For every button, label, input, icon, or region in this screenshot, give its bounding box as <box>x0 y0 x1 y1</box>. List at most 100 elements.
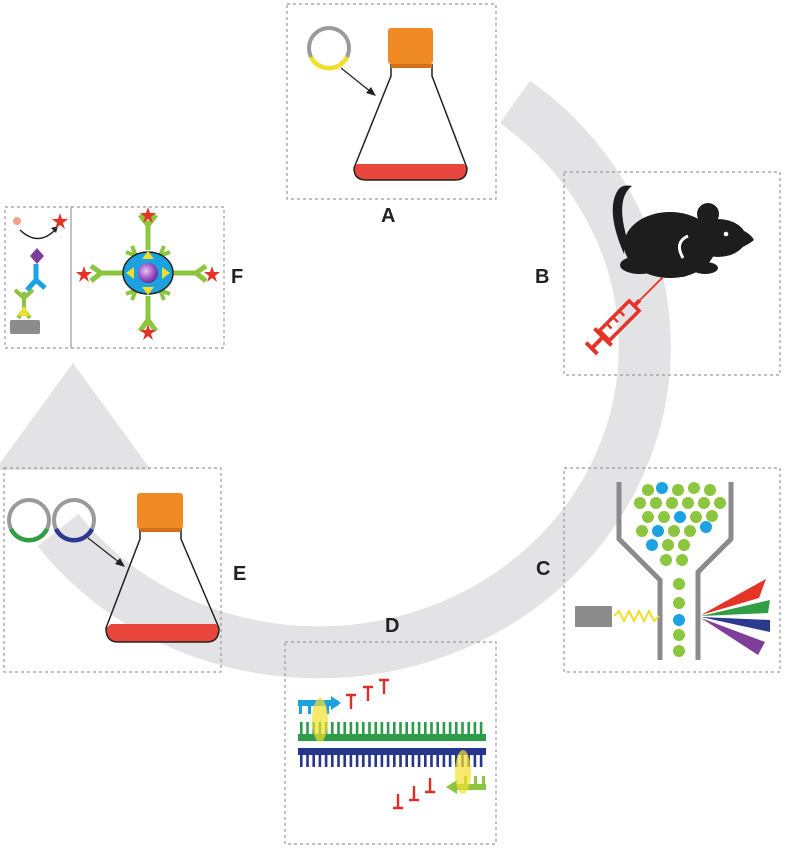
arrow-icon <box>340 67 376 96</box>
plasmid-icon <box>7 498 51 543</box>
flask-icon <box>353 28 468 181</box>
base-tick <box>461 722 464 735</box>
cell-green-icon <box>684 525 696 537</box>
syringe-icon <box>584 276 664 356</box>
star-icon <box>76 207 220 340</box>
primer-forward-icon <box>298 696 341 742</box>
base-tick <box>399 722 402 735</box>
base-tick <box>411 754 415 767</box>
cell-green-icon <box>642 484 654 496</box>
base-tick <box>424 754 427 767</box>
base-tick <box>368 722 371 735</box>
panel-a: A <box>286 3 497 227</box>
base-tick <box>479 722 483 735</box>
primer-reverse-icon <box>446 750 486 794</box>
cell-blue-icon <box>652 525 664 537</box>
cells-icon <box>634 482 726 657</box>
arrow-icon <box>87 537 125 567</box>
diamond-icon <box>30 248 44 264</box>
cell-green-icon <box>634 497 646 509</box>
base-tick <box>399 754 402 767</box>
base-tick <box>405 722 408 735</box>
plasmid-icon <box>307 26 351 71</box>
base-tick <box>380 754 384 767</box>
base-tick <box>306 754 309 767</box>
base-tick <box>312 754 315 767</box>
cell-green-icon <box>636 525 648 537</box>
panel-f: F <box>4 206 243 349</box>
base-tick <box>411 722 415 735</box>
cell-green-icon <box>662 539 674 551</box>
base-tick <box>374 754 377 767</box>
base-tick <box>374 722 377 735</box>
base-tick <box>337 754 340 767</box>
base-tick <box>355 722 359 735</box>
cell-green-icon <box>678 539 690 551</box>
bead-antibody-icon <box>76 207 220 340</box>
laser-source-icon <box>575 606 612 627</box>
base-tick <box>393 754 396 767</box>
base-tick <box>467 722 470 735</box>
cell-green-icon <box>673 645 685 657</box>
nucleotides-icon <box>346 678 435 810</box>
panel-label-d: D <box>385 615 399 637</box>
base-tick <box>355 754 359 767</box>
base-tick <box>442 722 446 735</box>
base-tick <box>349 754 353 767</box>
scatter-light-icon <box>701 579 770 655</box>
mouse-icon <box>612 185 754 278</box>
elisa-icon <box>10 213 68 334</box>
cell-green-icon <box>673 597 685 609</box>
base-tick <box>417 722 421 735</box>
cell-green-icon <box>660 554 672 566</box>
base-tick <box>473 722 477 735</box>
base-tick <box>318 754 322 767</box>
base-tick <box>306 722 309 735</box>
base-tick <box>455 722 458 735</box>
panel-b: B <box>535 171 781 376</box>
base-tick <box>349 722 353 735</box>
cell-green-icon <box>642 511 654 523</box>
panel-e: E <box>3 467 246 673</box>
base-tick <box>300 722 303 735</box>
base-tick <box>362 722 365 735</box>
plasmid-icon <box>52 498 96 543</box>
base-tick <box>300 754 303 767</box>
base-tick <box>393 722 396 735</box>
base-tick <box>337 722 340 735</box>
base-tick <box>331 754 334 767</box>
flask-icon <box>105 493 220 643</box>
cell-blue-icon <box>646 539 658 551</box>
base-tick <box>436 722 439 735</box>
base-tick <box>405 754 408 767</box>
base-tick <box>448 754 452 767</box>
base-tick <box>479 754 483 767</box>
cell-blue-icon <box>700 521 712 533</box>
base-tick <box>362 754 365 767</box>
cycle-arrow-band <box>37 80 671 679</box>
panel-label-c: C <box>536 558 550 580</box>
base-tick <box>386 722 390 735</box>
cell-green-icon <box>672 484 684 496</box>
base-tick <box>424 722 427 735</box>
cell-green-icon <box>658 511 670 523</box>
panel-label-f: F <box>231 266 243 288</box>
panel-label-b: B <box>535 266 549 288</box>
base-tick <box>430 722 433 735</box>
cell-blue-icon <box>656 482 668 494</box>
panel-c: C <box>536 467 781 673</box>
cell-green-icon <box>676 554 688 566</box>
cell-green-icon <box>673 578 685 590</box>
base-tick <box>448 722 452 735</box>
flow-chamber-icon <box>616 482 734 660</box>
panel-d: D <box>284 615 497 845</box>
base-tick <box>473 754 477 767</box>
panel-label-e: E <box>233 563 246 585</box>
cell-green-icon <box>698 497 710 509</box>
cell-green-icon <box>668 525 680 537</box>
base-tick <box>368 754 371 767</box>
base-tick <box>380 722 384 735</box>
cell-green-icon <box>714 497 726 509</box>
base-tick <box>324 754 328 767</box>
